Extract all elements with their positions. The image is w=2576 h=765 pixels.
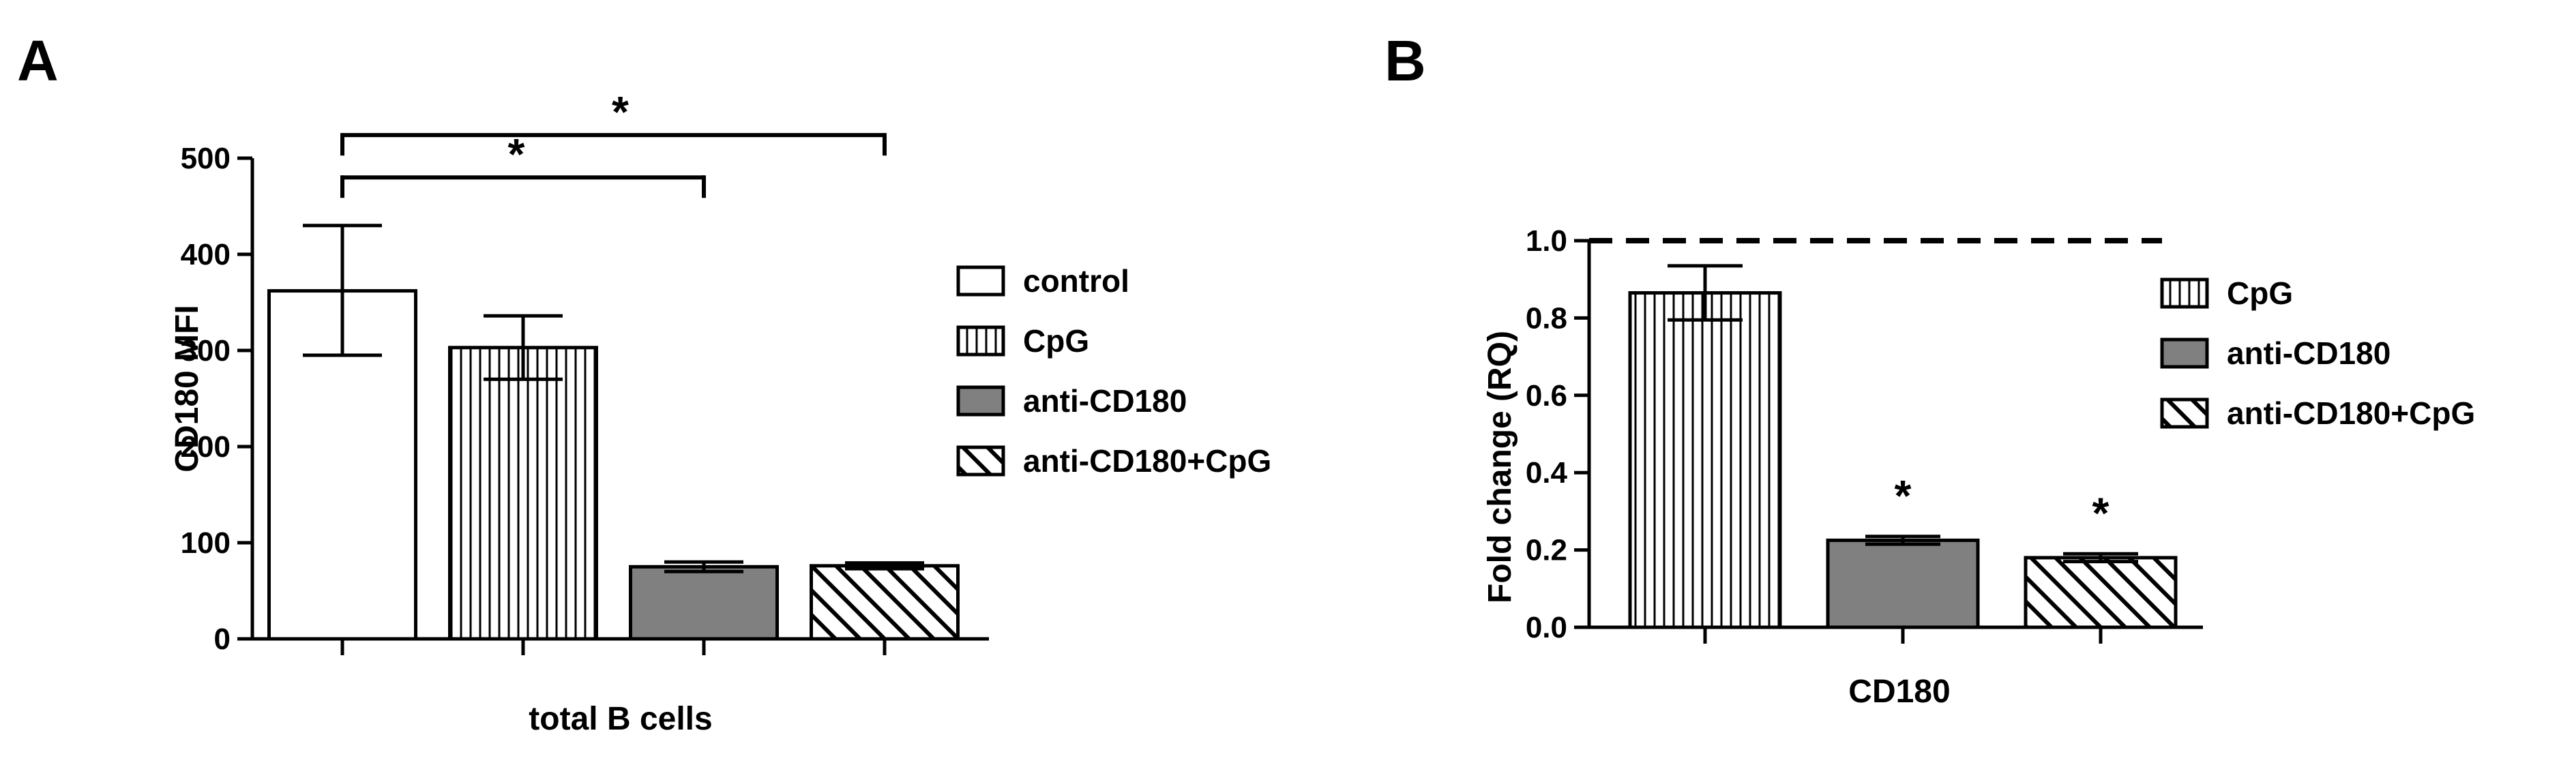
legend-label-anti-cd180: anti-CD180: [1023, 383, 1187, 419]
panel-b-y-axis-title: Fold change (RQ): [1482, 331, 1518, 603]
legend-label-cpg: CpG: [2227, 275, 2293, 311]
y-tick-label: 0.8: [1526, 301, 1567, 335]
bar-anti-cd180: [1826, 538, 1980, 629]
bar-anti-cd180-cpg: [810, 564, 960, 641]
legend-label-cpg: CpG: [1023, 323, 1089, 359]
y-tick-label: 0.4: [1526, 456, 1568, 490]
bar-cpg: [448, 346, 598, 641]
legend-label-anti-cd180-cpg: anti-CD180+CpG: [2227, 395, 2475, 431]
y-tick-label: 400: [181, 238, 231, 271]
y-tick-label: 300: [181, 334, 231, 368]
y-tick-label: 1.0: [1526, 224, 1567, 258]
y-tick-label: 0: [214, 622, 231, 656]
legend-label-anti-cd180: anti-CD180: [2227, 335, 2390, 371]
bar-anti-cd180-cpg: [2024, 556, 2178, 629]
legend-label-anti-cd180-cpg: anti-CD180+CpG: [1023, 443, 1271, 479]
legend-swatch-anti-cd180-cpg: [956, 445, 1005, 477]
y-tick-label: 0.6: [1526, 379, 1567, 412]
y-tick-label: 500: [181, 142, 231, 175]
panel-a: A CD180 MFI total B cells 0 100 200 300 400 5…: [17, 29, 1271, 737]
significance-star-anti-cd180: *: [1895, 471, 1912, 520]
significance-star-anti-cd180-cpg: *: [2092, 488, 2109, 537]
legend-swatch-anti-cd180: [956, 385, 1005, 417]
legend-swatch-control: [956, 265, 1005, 297]
y-tick-label: 200: [181, 430, 231, 464]
significance-star: *: [612, 87, 629, 136]
panel-a-plot-area: 0 100 200 300 400 500 * *: [181, 87, 989, 656]
panel-b-legend: CpG anti-CD180 anti-CD180+CpG: [2160, 275, 2475, 431]
panel-a-letter: A: [17, 29, 59, 93]
bar-anti-cd180: [629, 565, 779, 641]
legend-swatch-anti-cd180-cpg: [2160, 397, 2209, 429]
panel-a-y-axis-title: CD180 MFI: [169, 305, 205, 472]
panel-b-x-axis-title: CD180: [1848, 674, 1950, 710]
y-tick-label: 100: [181, 526, 231, 560]
y-tick-label: 0.2: [1526, 534, 1567, 567]
significance-star: *: [508, 130, 525, 179]
legend-swatch-anti-cd180: [2160, 338, 2209, 369]
panel-a-x-axis-title: total B cells: [529, 701, 712, 737]
panel-b: B Fold change (RQ) CD180 0.0 0.2 0.4 0.6 0.8…: [1385, 29, 2475, 710]
legend-label-control: control: [1023, 263, 1129, 299]
legend-swatch-cpg: [2160, 278, 2209, 309]
bar-cpg: [1628, 291, 1782, 629]
y-tick-label: 0.0: [1526, 611, 1567, 644]
panel-b-plot-area: 0.0 0.2 0.4 0.6 0.8 1.0 * *: [1526, 224, 2203, 644]
panel-b-letter: B: [1385, 29, 1426, 93]
legend-swatch-cpg: [956, 325, 1005, 357]
